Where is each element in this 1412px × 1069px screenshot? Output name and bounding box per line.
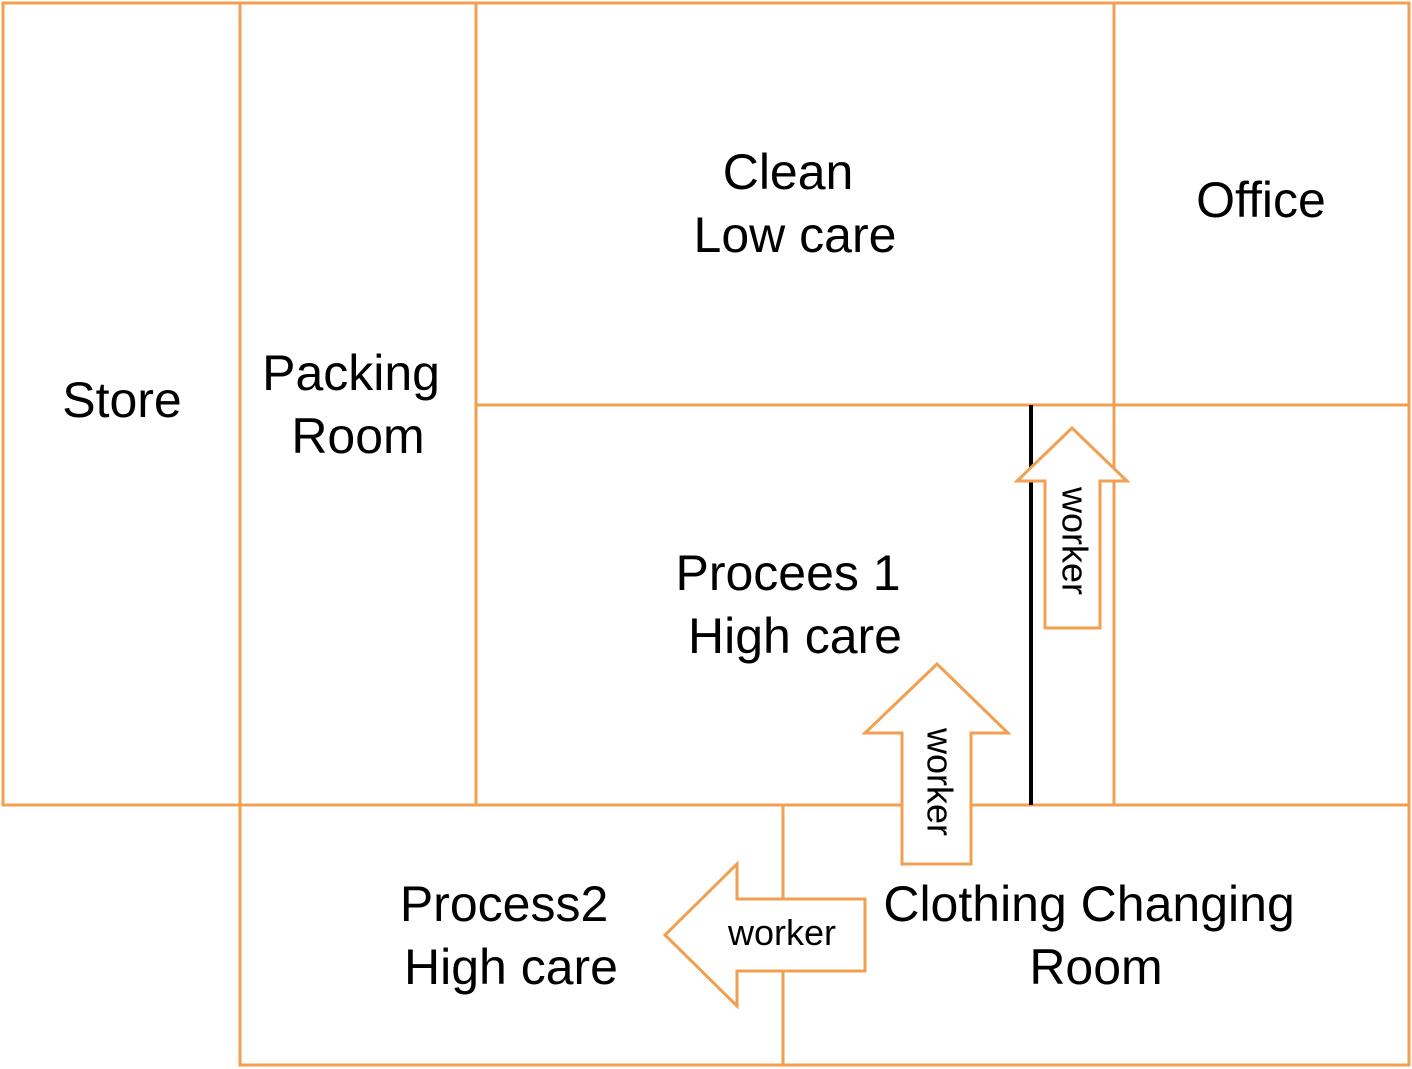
room-label-clean: Clean Low care <box>694 144 897 263</box>
arrow-label-left: worker <box>727 912 836 953</box>
worker-arrow-left <box>662 860 867 1010</box>
arrow-label-up-right: worker <box>1054 486 1095 595</box>
room-label-process2: Process2 High care <box>400 876 622 995</box>
room-label-process1: Procees 1 High care <box>675 545 914 664</box>
room-label-process2-line-2: High care <box>404 939 618 995</box>
arrow-label-up-middle: worker <box>919 727 960 836</box>
room-label-clean-line-2: Low care <box>694 207 897 263</box>
room-label-packing-line-2: Room <box>291 408 424 464</box>
room-label-packing: Packing Room <box>262 345 454 464</box>
worker-arrow-up-middle <box>861 661 1012 866</box>
room-label-clean-line-1: Clean <box>723 144 854 200</box>
room-label-changing-line-1: Clothing Changing <box>883 876 1294 932</box>
room-label-changing: Clothing Changing Room <box>883 876 1308 995</box>
room-label-process1-line-1: Procees 1 <box>675 545 900 601</box>
room-label-office-line-1: Office <box>1196 172 1326 228</box>
room-label-process2-line-1: Process2 <box>400 876 608 932</box>
room-label-packing-line-1: Packing <box>262 345 440 401</box>
worker-arrow-up-right <box>1013 425 1131 630</box>
room-label-office: Office <box>1196 172 1326 228</box>
room-label-changing-line-2: Room <box>1029 939 1162 995</box>
room-label-process1-line-2: High care <box>688 608 902 664</box>
room-label-store-line-1: Store <box>62 372 182 428</box>
room-label-store: Store <box>62 372 182 428</box>
wall-outer-bottom <box>238 803 1411 1067</box>
